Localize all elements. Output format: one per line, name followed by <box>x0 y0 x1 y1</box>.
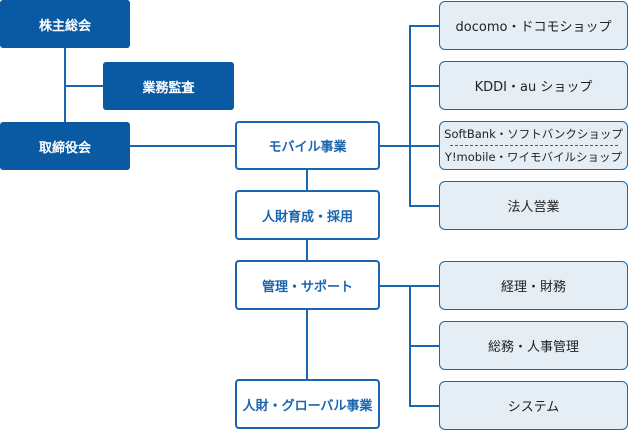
softbank-label: SoftBank・ソフトバンクショップ <box>444 127 623 141</box>
line-audit-branch <box>64 85 104 87</box>
shareholders-box: 株主総会 <box>0 0 130 48</box>
global-box: 人財・グローバル事業 <box>235 379 380 429</box>
line-to-general <box>409 345 439 347</box>
line-to-softbank <box>409 145 439 147</box>
support-box: 管理・サポート <box>235 260 380 310</box>
audit-box: 業務監査 <box>103 62 234 110</box>
accounting-box: 経理・財務 <box>439 261 628 310</box>
line-to-corporate <box>409 205 439 207</box>
board-box: 取締役会 <box>0 122 130 170</box>
line-mobile-spine <box>409 25 411 206</box>
hr-box: 人財育成・採用 <box>235 190 380 240</box>
line-board-mobile <box>130 145 236 147</box>
system-box: システム <box>439 381 628 430</box>
line-to-kddi <box>409 85 439 87</box>
softbank-ymobile-box: SoftBank・ソフトバンクショップ Y!mobile・ワイモバイルショップ <box>439 121 628 170</box>
line-to-docomo <box>409 25 439 27</box>
ymobile-label: Y!mobile・ワイモバイルショップ <box>444 150 623 164</box>
dashed-divider <box>449 145 618 146</box>
line-support-right <box>378 285 410 287</box>
line-mobile-right <box>378 145 410 147</box>
line-to-accounting <box>409 285 439 287</box>
mobile-box: モバイル事業 <box>235 121 380 170</box>
corporate-sales-box: 法人営業 <box>439 181 628 230</box>
kddi-box: KDDI・au ショップ <box>439 61 628 110</box>
docomo-box: docomo・ドコモショップ <box>439 1 628 50</box>
line-to-system <box>409 405 439 407</box>
general-affairs-box: 総務・人事管理 <box>439 321 628 370</box>
